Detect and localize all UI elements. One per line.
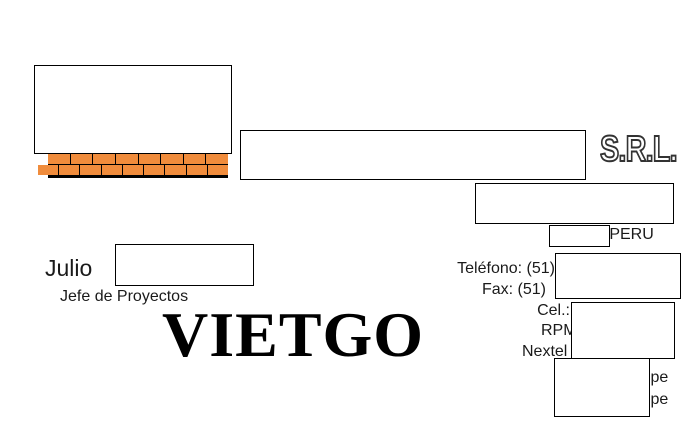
person-first-name: Julio	[45, 255, 93, 281]
email-suffix-1: .pe	[646, 369, 669, 386]
brick-logo	[38, 153, 228, 178]
country: -PERU	[604, 226, 654, 243]
fax-label: Fax: (51)	[481, 281, 546, 298]
person-title: Jefe de Proyectos	[60, 288, 189, 305]
watermark: VIETGO	[162, 299, 425, 370]
redacted-phone-fax	[555, 253, 681, 299]
nextel-label: Nextel	[522, 343, 568, 360]
phone-label: Teléfono: (51)	[457, 260, 555, 277]
redacted-company-name	[240, 130, 586, 180]
redacted-mobile	[571, 302, 675, 359]
redacted-city	[549, 225, 610, 247]
redacted-surname	[115, 244, 254, 286]
redacted-emails	[554, 358, 650, 417]
redacted-logo	[34, 65, 232, 154]
company-suffix: S.R.L.	[599, 127, 678, 170]
rpm-label: RPM	[541, 322, 577, 339]
cel-label: Cel.:	[537, 302, 570, 319]
redacted-address	[475, 183, 674, 224]
email-suffix-2: .pe	[646, 391, 669, 408]
